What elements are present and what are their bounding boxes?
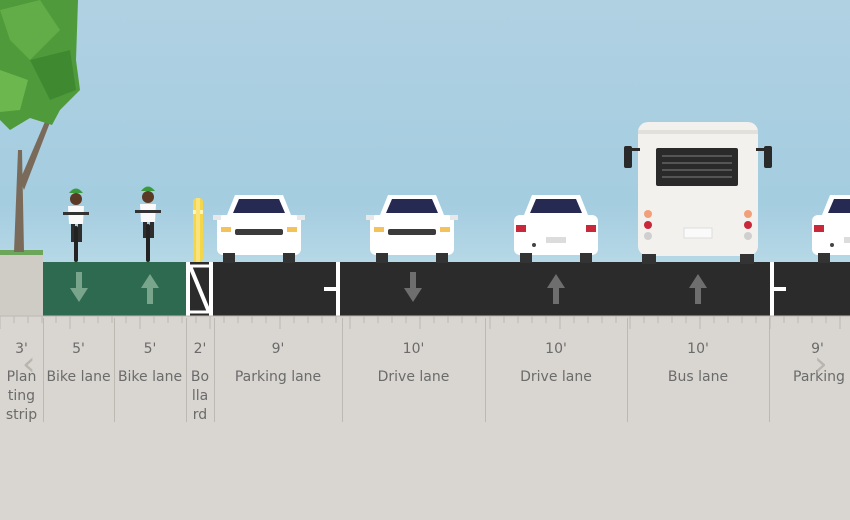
segment-name-line: Bo: [190, 369, 210, 385]
segment-divider: [485, 318, 486, 422]
segment-name: Drive lane: [377, 369, 450, 385]
arrow-up-icon: [547, 274, 565, 304]
segment-width: 10': [545, 341, 567, 357]
segment-name: Parking lane: [234, 369, 322, 385]
bollard-buffer-marking: [186, 262, 213, 316]
chevron-left-icon[interactable]: ‹: [22, 344, 36, 384]
segment-label-bike-lane[interactable]: 5' Bike lane: [114, 340, 186, 387]
arrow-up-icon: [141, 274, 159, 304]
segment-name: Drive lane: [520, 369, 592, 385]
arrow-up-icon: [689, 274, 707, 304]
chevron-right-icon[interactable]: ›: [814, 344, 828, 384]
segment-divider: [214, 318, 215, 422]
segment-name: Bike lane: [117, 369, 183, 385]
segment-name: Parking l: [793, 369, 850, 385]
segment-divider: [769, 318, 770, 422]
segment-width: 3': [15, 341, 28, 357]
sidewalk-block: [0, 254, 43, 316]
segment-name: Bike lane: [46, 369, 111, 385]
segment-divider: [627, 318, 628, 422]
cyclist-icon[interactable]: [63, 188, 89, 263]
segment-width: 5': [72, 341, 85, 357]
street-cross-section: [0, 0, 850, 316]
width-ruler: [0, 315, 850, 329]
arrow-down-icon: [404, 272, 422, 302]
segment-label-drive-lane[interactable]: 10' Drive lane: [485, 340, 627, 387]
segment-label-parking-lane[interactable]: 9' Parking l: [769, 340, 850, 387]
segment-label-planting-strip[interactable]: 3' Plan ting strip: [0, 340, 43, 425]
segment-width: 9': [271, 341, 285, 357]
tree-icon[interactable]: [0, 0, 80, 252]
cyclist-icon[interactable]: [135, 186, 161, 263]
parking-line-marking: [324, 262, 786, 316]
parked-car-icon[interactable]: [213, 195, 305, 263]
segment-label-drive-lane[interactable]: 10' Drive lane: [342, 340, 485, 387]
segment-width: 5': [143, 341, 157, 357]
segment-label-bollard[interactable]: 2' Bo lla rd: [186, 340, 214, 425]
segment-width: 10': [687, 341, 709, 357]
parked-car-icon[interactable]: [812, 195, 850, 263]
segment-divider: [186, 318, 187, 422]
car-icon[interactable]: [366, 195, 458, 263]
segment-divider: [114, 318, 115, 422]
segment-divider: [342, 318, 343, 422]
segment-label-parking-lane[interactable]: 9' Parking lane: [214, 340, 342, 387]
segment-name: Bus lane: [667, 369, 729, 385]
bollard-post-icon[interactable]: [193, 198, 203, 262]
roadway-surface[interactable]: [186, 262, 850, 316]
segment-name-line: lla: [191, 388, 209, 404]
bike-lane-surface[interactable]: [43, 262, 186, 316]
car-icon[interactable]: [514, 195, 598, 263]
segment-width: 2': [193, 341, 207, 357]
segment-width: 10': [402, 341, 425, 357]
segment-label-bike-lane[interactable]: 5' Bike lane: [43, 340, 114, 387]
segment-label-bus-lane[interactable]: 10' Bus lane: [627, 340, 769, 387]
segment-name-line: rd: [192, 407, 208, 423]
segment-divider: [43, 318, 44, 422]
arrow-down-icon: [70, 272, 88, 302]
segment-width: 9': [811, 341, 824, 357]
bus-icon[interactable]: [624, 122, 772, 264]
segment-name-line: Plan: [6, 369, 37, 385]
segment-name-line: ting: [7, 388, 36, 404]
segment-name-line: strip: [5, 407, 38, 423]
